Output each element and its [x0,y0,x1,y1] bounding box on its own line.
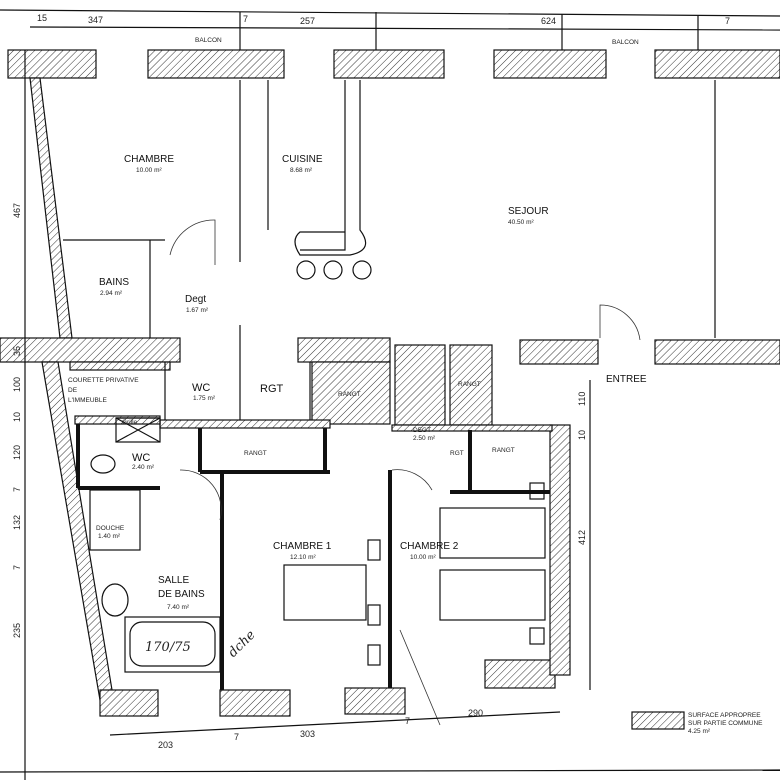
courette-line2: DE [68,387,78,394]
dim-left-1: 467 [12,203,22,218]
room-rgt2: RGT [450,450,464,457]
room-cuisine-name: CUISINE [282,154,323,165]
dim-top-1: 15 [37,13,47,23]
room-wc1-name: WC [192,382,210,394]
dim-left-2: 35 [12,346,22,356]
room-rangt-common: RANGT [338,391,361,398]
left-dimension-line: 467 35 100 10 120 7 132 7 235 [12,50,26,780]
room-sdb-line1: SALLE [158,575,189,586]
dim-top-3: 7 [243,14,248,24]
room-rangt3: RANGT [492,447,515,454]
room-wc2-area: 2.40 m² [132,464,155,471]
room-rgt1-name: RGT [260,383,284,395]
dim-left-8: 7 [12,565,22,570]
handwritten-note: dche [226,627,259,660]
room-degt2-area: 2.50 m² [413,435,436,442]
room-chambre1-area: 12.10 m² [290,554,316,561]
dim-right-2: 10 [577,430,587,440]
right-dimension-line: 110 10 412 [577,380,591,690]
room-bains-name: BAINS [99,277,129,288]
partitions [63,80,716,726]
dim-left-3: 100 [12,377,22,392]
legend-swatch [631,711,685,730]
courette-line1: COURETTE PRIVATIVE [68,377,139,384]
legend-line1: SURFACE APPROPREE [688,712,761,719]
room-chambre1-name: CHAMBRE 1 [273,541,332,552]
dim-left-4: 10 [12,412,22,422]
room-wc1-area: 1.75 m² [193,395,216,402]
top-dimension-line: 15 347 7 257 624 7 BALCON BALCON [0,9,780,50]
dim-left-5: 120 [12,445,22,460]
dim-top-5: 624 [541,16,556,26]
dim-bottom-3: 303 [300,729,315,739]
room-chambre2-name: CHAMBRE 2 [400,541,459,552]
balcony-label-1: BALCON [195,37,222,44]
room-sdb-line2: DE BAINS [158,589,205,600]
room-sdb-area: 7.40 m² [167,604,190,611]
dim-bottom-4: 7 [405,716,410,726]
room-bains-area: 2.94 m² [100,290,123,297]
walls [0,49,780,717]
dim-top-6: 7 [725,16,730,26]
dim-top-4: 257 [300,16,315,26]
room-entree-name: ENTREE [606,374,647,385]
dim-right-3: 412 [577,530,587,545]
room-labels: CHAMBRE 10.00 m² CUISINE 8.68 m² SEJOUR … [68,154,647,661]
dim-left-9: 235 [12,623,22,638]
legend-line3: 4.25 m² [688,728,711,735]
room-degt2-name: DEGT [413,427,431,434]
balcony-label-2: BALCON [612,39,639,46]
dim-left-6: 7 [12,487,22,492]
dim-bottom-2: 7 [234,732,239,742]
room-chambre-area: 10.00 m² [136,167,162,174]
room-sejour-area: 40.50 m² [508,219,534,226]
legend: SURFACE APPROPREE SUR PARTIE COMMUNE 4.2… [0,711,780,773]
room-douche-area: 1.40 m² [98,533,121,540]
room-chambre2-area: 10.00 m² [410,554,436,561]
room-degt1-name: Degt [185,294,206,305]
room-chambre-name: CHAMBRE [124,154,174,165]
courette-line3: L'IMMEUBLE [68,397,107,404]
room-douche-name: DOUCHE [96,525,125,532]
room-rangt-common2: RANGT [458,381,481,388]
room-degt1-area: 1.67 m² [186,307,209,314]
grille-label: Grille [122,419,138,426]
room-rangt2: RANGT [244,450,267,457]
bath-size-annotation: 170/75 [145,640,191,655]
dim-bottom-1: 203 [158,740,173,750]
legend-line2: SUR PARTIE COMMUNE [688,720,763,727]
room-sejour-name: SEJOUR [508,206,549,217]
room-cuisine-area: 8.68 m² [290,167,313,174]
room-wc2-name: WC [132,452,150,464]
dim-left-7: 132 [12,515,22,530]
dim-top-2: 347 [88,15,103,25]
dim-right-1: 110 [577,392,587,406]
dim-bottom-5: 290 [468,708,483,718]
bottom-dimension-line: 203 7 303 7 290 [109,708,561,750]
